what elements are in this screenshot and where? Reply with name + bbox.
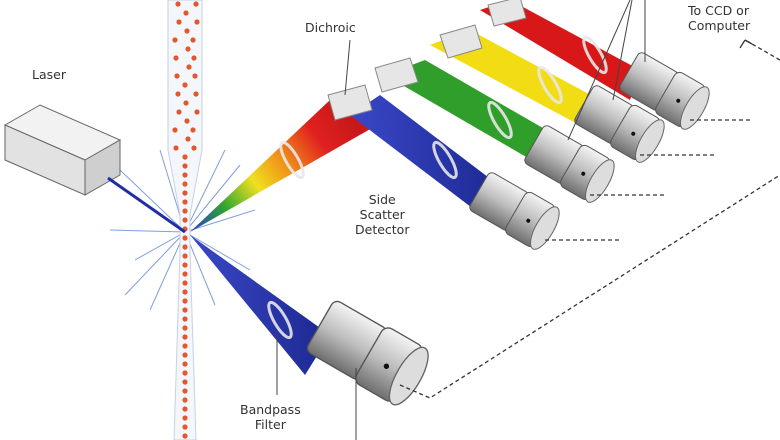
- cell-droplet: [191, 55, 197, 61]
- cell-droplet: [182, 181, 188, 187]
- cell-droplet: [182, 262, 188, 268]
- cell-droplet: [182, 271, 188, 277]
- signal-wires: [399, 39, 780, 399]
- cell-droplet: [182, 154, 188, 160]
- cell-droplet: [190, 37, 196, 43]
- label-side-scatter-detector: Side Scatter Detector: [355, 192, 409, 237]
- cell-droplet: [184, 118, 190, 124]
- cell-droplet: [193, 91, 199, 97]
- label-line: Filter: [254, 417, 286, 432]
- cell-droplet: [182, 289, 188, 295]
- label-line: To CCD or: [688, 3, 749, 18]
- dichroic-mirrors: [327, 0, 527, 121]
- cell-droplet: [182, 217, 188, 223]
- cell-droplet: [182, 361, 188, 367]
- cell-droplet: [182, 406, 188, 412]
- cell-droplet: [182, 82, 188, 88]
- cell-droplet: [185, 136, 191, 142]
- cell-droplet: [182, 280, 188, 286]
- cell-droplet: [182, 316, 188, 322]
- label-line: Side: [368, 192, 396, 207]
- cell-droplet: [182, 397, 188, 403]
- cell-droplet: [193, 1, 199, 7]
- label-bandpass-filter: Bandpass Filter: [240, 402, 301, 432]
- cell-droplet: [173, 55, 179, 61]
- cell-droplet: [182, 334, 188, 340]
- label-line: Computer: [688, 18, 751, 33]
- label-line: Scatter: [359, 207, 405, 222]
- cell-droplet: [192, 73, 198, 79]
- cell-droplet: [174, 73, 180, 79]
- cell-droplet: [186, 64, 192, 70]
- cell-droplet: [182, 370, 188, 376]
- cell-droplet: [182, 352, 188, 358]
- cell-droplet: [183, 10, 189, 16]
- laser-box: [3, 104, 186, 234]
- cell-droplet: [182, 433, 188, 439]
- label-line: Bandpass: [240, 402, 301, 417]
- cell-droplet: [182, 325, 188, 331]
- cell-droplet: [182, 424, 188, 430]
- cell-droplet: [194, 19, 200, 25]
- cell-droplet: [172, 127, 178, 133]
- cell-droplet: [182, 298, 188, 304]
- cell-droplet: [182, 190, 188, 196]
- label-line: Detector: [355, 222, 410, 237]
- cell-droplet: [182, 172, 188, 178]
- cell-droplet: [173, 145, 179, 151]
- cell-droplet: [182, 379, 188, 385]
- cell-droplet: [182, 415, 188, 421]
- cell-droplet: [191, 145, 197, 151]
- cell-droplet: [182, 244, 188, 250]
- cell-droplet: [182, 235, 188, 241]
- leader-lines: [276, 0, 646, 440]
- flow-stream: [167, 0, 203, 440]
- cell-droplet: [176, 109, 182, 115]
- cell-droplet: [182, 253, 188, 259]
- cell-droplet: [175, 1, 181, 7]
- label-dichroic: Dichroic: [305, 20, 356, 35]
- label-ccd-computer: To CCD or Computer: [688, 3, 750, 33]
- cell-droplet: [175, 91, 181, 97]
- cell-droplet: [176, 19, 182, 25]
- cell-droplet: [182, 343, 188, 349]
- cell-droplet: [182, 163, 188, 169]
- cell-droplet: [190, 127, 196, 133]
- cell-droplet: [182, 199, 188, 205]
- cell-droplet: [184, 28, 190, 34]
- cell-droplet: [185, 46, 191, 52]
- cell-droplet: [182, 307, 188, 313]
- cell-droplet: [182, 388, 188, 394]
- cell-droplet: [183, 100, 189, 106]
- cell-droplet: [194, 109, 200, 115]
- label-laser: Laser: [32, 67, 66, 82]
- cell-droplet: [172, 37, 178, 43]
- cell-droplet: [182, 208, 188, 214]
